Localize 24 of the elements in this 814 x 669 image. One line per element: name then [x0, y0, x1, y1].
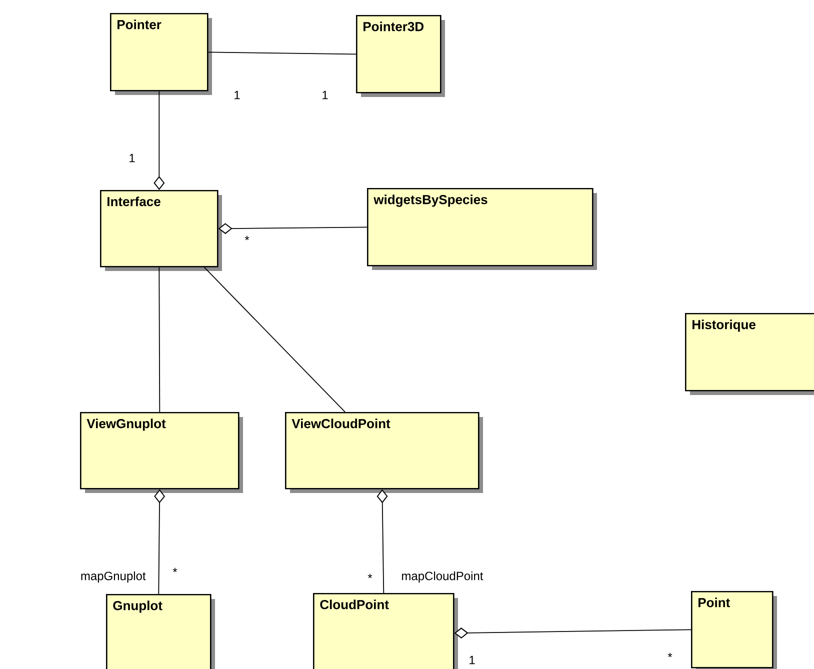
- association-line: [154, 90, 165, 190]
- class-box: CloudPoint: [313, 593, 458, 669]
- class-box: Point: [691, 591, 777, 669]
- multiplicity-label: 1: [234, 90, 240, 100]
- role-label: mapCloudPoint: [402, 571, 484, 583]
- association-line: [204, 266, 346, 412]
- class-box: Pointer3D: [356, 15, 445, 97]
- class-box: Interface: [100, 190, 222, 271]
- multiplicity-label: *: [172, 568, 178, 572]
- association-line: [158, 266, 160, 412]
- class-box: Pointer: [110, 13, 212, 95]
- multiplicity-label: *: [368, 574, 372, 578]
- class-box: ViewGnuplot: [80, 412, 243, 493]
- multiplicity-label: 1: [322, 90, 328, 100]
- association-line: [208, 52, 356, 55]
- multiplicity-label: *: [244, 236, 250, 240]
- role-label: mapGnuplot: [81, 571, 146, 583]
- class-box: Gnuplot: [106, 594, 215, 669]
- class-box: Historique: [685, 313, 814, 395]
- multiplicity-label: 1: [470, 656, 475, 664]
- multiplicity-label: 1: [130, 154, 135, 162]
- class-box: ViewCloudPoint: [285, 412, 483, 493]
- multiplicity-label: *: [668, 652, 672, 658]
- class-box: widgetsBySpecies: [367, 188, 597, 270]
